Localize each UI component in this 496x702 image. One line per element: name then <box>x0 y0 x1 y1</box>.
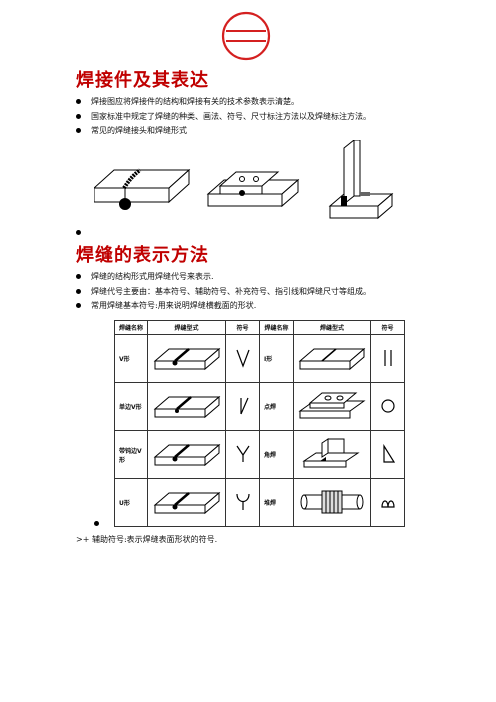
i-groove-weld-icon <box>383 349 392 366</box>
weld-form-cell <box>293 478 371 527</box>
table-row: 带钝边V形 角焊 <box>114 430 405 479</box>
weld-symbol-cell <box>370 382 405 431</box>
empty-bullet <box>94 521 99 526</box>
auxiliary-symbol-note: >+ 辅助符号:表示焊缝表面形状的符号. <box>76 535 218 544</box>
u-groove-plate-drawing <box>153 491 220 514</box>
v-groove-root-face-weld-icon <box>236 445 249 462</box>
v-groove-weld-icon <box>235 349 250 368</box>
surfacing-weld-icon <box>380 499 395 508</box>
weld-name: 带钝边V形 <box>114 430 148 479</box>
v-groove-plate-drawing <box>153 347 220 370</box>
table-row: U形 堆焊 <box>114 478 405 527</box>
weld-name: 单边V形 <box>114 382 148 431</box>
weld-symbol-cell <box>370 334 405 383</box>
fillet-weld-icon <box>382 443 395 463</box>
bullet-item: 常见的焊缝接头和焊缝形式 <box>76 125 371 136</box>
lap-joint-illustration <box>206 171 300 208</box>
section-title-weld-representation: 焊缝的表示方法 <box>76 245 209 266</box>
u-groove-weld-icon <box>235 493 250 510</box>
weld-symbol-cell <box>225 382 260 431</box>
bullet-item: 常用焊缝基本符号:用来说明焊缝横截面的形状. <box>76 300 371 311</box>
i-groove-plate-drawing <box>298 347 366 370</box>
weld-symbol-cell <box>225 334 260 383</box>
weld-name: U形 <box>114 478 148 527</box>
v-groove-root-face-plate-drawing <box>153 443 220 466</box>
header-weld-name: 焊缝名称 <box>114 320 148 335</box>
weld-form-cell <box>293 430 371 479</box>
butt-joint-illustration <box>94 168 191 210</box>
weld-symbol-cell <box>370 430 405 479</box>
weld-form-cell <box>147 430 226 479</box>
bullet-item: 焊接图应将焊接件的结构和焊接有关的技术参数表示清楚。 <box>76 96 371 107</box>
weld-name: 角焊 <box>259 430 294 479</box>
bullet-item: 焊缝的结构形式用焊缝代号来表示. <box>76 271 371 282</box>
single-bevel-weld-icon <box>239 397 249 414</box>
weld-form-cell <box>293 382 371 431</box>
weld-symbol-cell <box>370 478 405 527</box>
fillet-weld-plate-drawing <box>302 437 360 467</box>
spot-weld-icon <box>380 398 395 413</box>
empty-bullet <box>76 230 81 235</box>
weld-symbol-cell <box>225 478 260 527</box>
weld-form-cell <box>293 334 371 383</box>
weld-form-cell <box>147 382 226 431</box>
table-row: V形 I形 <box>114 334 405 383</box>
header-symbol: 符号 <box>370 320 405 335</box>
weld-name: I形 <box>259 334 294 383</box>
spot-weld-plate-drawing <box>298 392 366 418</box>
weld-name: V形 <box>114 334 148 383</box>
weld-name: 堆焊 <box>259 478 294 527</box>
weld-name: 点焊 <box>259 382 294 431</box>
section2-bullet-list: 焊缝的结构形式用焊缝代号来表示. 焊缝代号主要由：基本符号、辅助符号、补充符号、… <box>76 271 371 315</box>
t-joint-illustration <box>328 140 394 220</box>
section-title-weldments: 焊接件及其表达 <box>76 70 209 91</box>
weld-form-cell <box>147 334 226 383</box>
header-weld-name: 焊缝名称 <box>259 320 294 335</box>
table-row: 单边V形 点焊 <box>114 382 405 431</box>
header-weld-form: 焊缝型式 <box>147 320 226 335</box>
bullet-item: 国家标准中规定了焊缝的种类、画法、符号、尺寸标注方法以及焊缝标注方法。 <box>76 111 371 122</box>
weld-symbol-table: 焊缝名称 焊缝型式 符号 焊缝名称 焊缝型式 符号 V形 <box>114 320 405 527</box>
header-weld-form: 焊缝型式 <box>293 320 371 335</box>
header-symbol: 符号 <box>225 320 260 335</box>
single-bevel-plate-drawing <box>153 395 220 418</box>
section1-bullet-list: 焊接图应将焊接件的结构和焊接有关的技术参数表示清楚。 国家标准中规定了焊缝的种类… <box>76 96 371 140</box>
surfacing-weld-pipe-drawing <box>300 490 364 513</box>
weld-symbol-cell <box>225 430 260 479</box>
logo-seal-icon <box>221 11 271 61</box>
bullet-item: 焊缝代号主要由：基本符号、辅助符号、补充符号、指引线和焊缝尺寸等组成。 <box>76 286 371 297</box>
weld-form-cell <box>147 478 226 527</box>
